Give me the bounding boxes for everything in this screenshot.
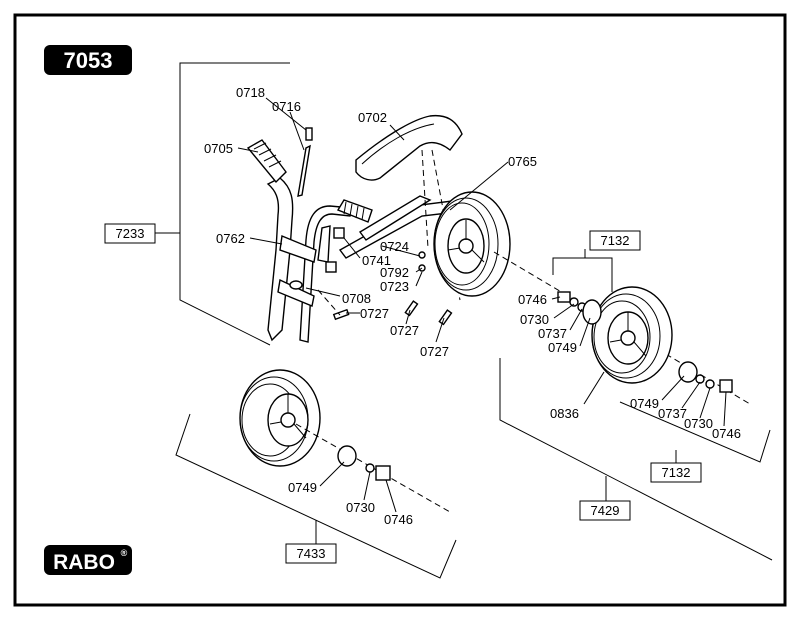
part-labels: 0718 0716 0702 0705 0765 0762 0724 0741 … xyxy=(204,85,741,527)
rear-wheel-exploded xyxy=(557,286,733,393)
part-label-0730-c: 0730 xyxy=(346,500,375,515)
brand-registered-mark: ® xyxy=(121,548,128,558)
part-label-0727-a: 0727 xyxy=(360,306,389,321)
part-label-0716: 0716 xyxy=(272,99,301,114)
bracket-7429: 7429 xyxy=(499,358,773,561)
part-label-0746-a: 0746 xyxy=(518,292,547,307)
assembly-7132-top-label: 7132 xyxy=(601,233,630,248)
leader-lines xyxy=(237,97,727,513)
brand-name: RABO xyxy=(53,551,115,574)
part-label-0737-b: 0737 xyxy=(658,406,687,421)
assembly-7132-bottom-label: 7132 xyxy=(662,465,691,480)
part-label-0730-a: 0730 xyxy=(520,312,549,327)
bracket-7132-top: 7132 xyxy=(552,230,641,292)
assembly-7429-label: 7429 xyxy=(591,503,620,518)
part-label-0708: 0708 xyxy=(342,291,371,306)
part-label-0705: 0705 xyxy=(204,141,233,156)
bracket-7433: 7433 xyxy=(175,413,457,579)
part-label-0746-c: 0746 xyxy=(384,512,413,527)
part-label-0723: 0723 xyxy=(380,279,409,294)
bracket-7233: 7233 xyxy=(104,62,290,346)
model-badge: 7053 xyxy=(44,45,132,75)
part-label-0749-a: 0749 xyxy=(548,340,577,355)
assembly-7233-label: 7233 xyxy=(116,226,145,241)
part-label-0727-c: 0727 xyxy=(420,344,449,359)
front-wheel-exploded xyxy=(239,369,451,513)
rear-wheel-mounted xyxy=(433,191,511,297)
part-label-0718: 0718 xyxy=(236,85,265,100)
part-label-0765: 0765 xyxy=(508,154,537,169)
part-label-0730-b: 0730 xyxy=(684,416,713,431)
bracket-7132-bottom: 7132 xyxy=(619,401,771,483)
part-label-0737-a: 0737 xyxy=(538,326,567,341)
part-label-0762: 0762 xyxy=(216,231,245,246)
part-label-0749-c: 0749 xyxy=(288,480,317,495)
assembly-7433-label: 7433 xyxy=(297,546,326,561)
part-label-0727-b: 0727 xyxy=(390,323,419,338)
part-label-0792: 0792 xyxy=(380,265,409,280)
part-label-0746-b: 0746 xyxy=(712,426,741,441)
model-number: 7053 xyxy=(64,48,113,73)
part-label-0702: 0702 xyxy=(358,110,387,125)
part-label-0724: 0724 xyxy=(380,239,409,254)
brand-logo: RABO ® xyxy=(44,545,132,575)
diagram-border xyxy=(13,13,787,607)
part-label-0749-b: 0749 xyxy=(630,396,659,411)
part-label-0741: 0741 xyxy=(362,253,391,268)
part-label-0836: 0836 xyxy=(550,406,579,421)
